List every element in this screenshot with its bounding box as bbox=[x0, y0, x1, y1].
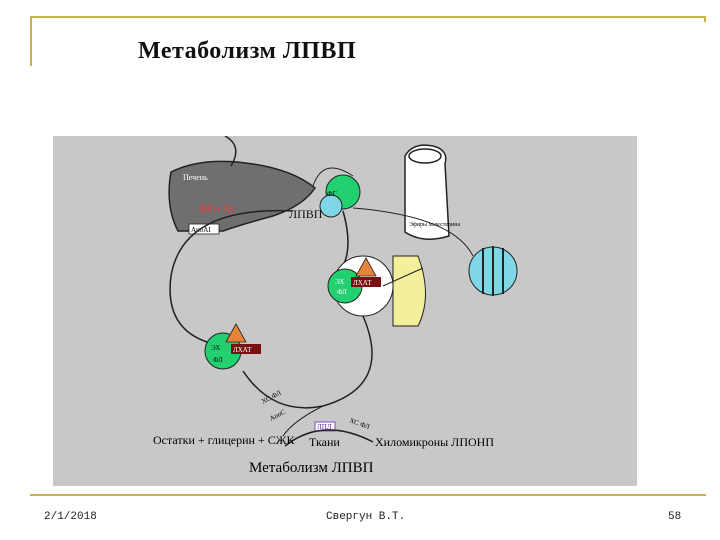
lower-fl-label: ФЛ bbox=[213, 356, 223, 364]
lower-lcat-box bbox=[231, 344, 261, 354]
frame-left-line bbox=[30, 16, 32, 66]
lpl-label: ЛПЛ bbox=[317, 423, 332, 431]
tissue-arc bbox=[284, 429, 374, 447]
lower-apoa-triangle bbox=[225, 323, 247, 343]
hdl-label: ЛПВП bbox=[289, 207, 323, 221]
lower-ec-label: ЭХ bbox=[211, 344, 220, 352]
liver-hdl-arrow bbox=[312, 167, 354, 187]
footer-page-number: 58 bbox=[668, 511, 682, 523]
hdl-right-arrow bbox=[352, 207, 474, 257]
footer-line bbox=[30, 494, 706, 496]
hdl-particle-cyan bbox=[319, 194, 343, 218]
footer-date: 2/1/2018 bbox=[44, 511, 97, 523]
yellow-cell bbox=[392, 255, 426, 327]
liver-label: Печень bbox=[183, 173, 208, 182]
middle-lcat-box bbox=[351, 277, 381, 287]
apoai-box bbox=[188, 223, 220, 235]
lower-loop-arrow bbox=[242, 315, 373, 409]
hdl-metabolism-diagram: Печень ФЛ + Хс АпоАI ФГ ЛПВП Эфиры холес… bbox=[53, 136, 637, 486]
apoai-label: АпоАI bbox=[191, 226, 211, 234]
tissues-label: Ткани bbox=[309, 435, 340, 449]
liver-inner-label: ФЛ + Хс bbox=[199, 204, 236, 215]
remnants-label: Остатки + глицерин + СЖК bbox=[153, 433, 296, 447]
vessel-tube bbox=[404, 144, 450, 240]
chylo-label: Хиломикроны ЛПОНП bbox=[375, 435, 494, 449]
cell-arrow bbox=[382, 267, 424, 287]
lower-lcat-label: ЛХАТ bbox=[233, 346, 252, 354]
liver-top-arrow bbox=[224, 136, 237, 167]
vessel-opening bbox=[408, 148, 442, 164]
middle-fl-label: ФЛ bbox=[337, 288, 347, 296]
frame-top-line bbox=[30, 16, 706, 18]
middle-ec-label: ЭХ bbox=[335, 278, 344, 286]
left-pathway-arrow bbox=[169, 209, 294, 347]
diagram-caption: Метаболизм ЛПВП bbox=[249, 460, 374, 476]
to-remnants-arrow bbox=[282, 405, 324, 437]
frame-right-line bbox=[704, 16, 706, 22]
lpl-box bbox=[314, 421, 336, 432]
fg-label: ФГ bbox=[327, 190, 337, 198]
slide-title: Метаболизм ЛПВП bbox=[138, 38, 357, 64]
middle-lcat-label: ЛХАТ bbox=[353, 279, 372, 287]
middle-apoa-triangle bbox=[355, 257, 377, 277]
footer-author: Свергун В.Т. bbox=[326, 511, 406, 523]
